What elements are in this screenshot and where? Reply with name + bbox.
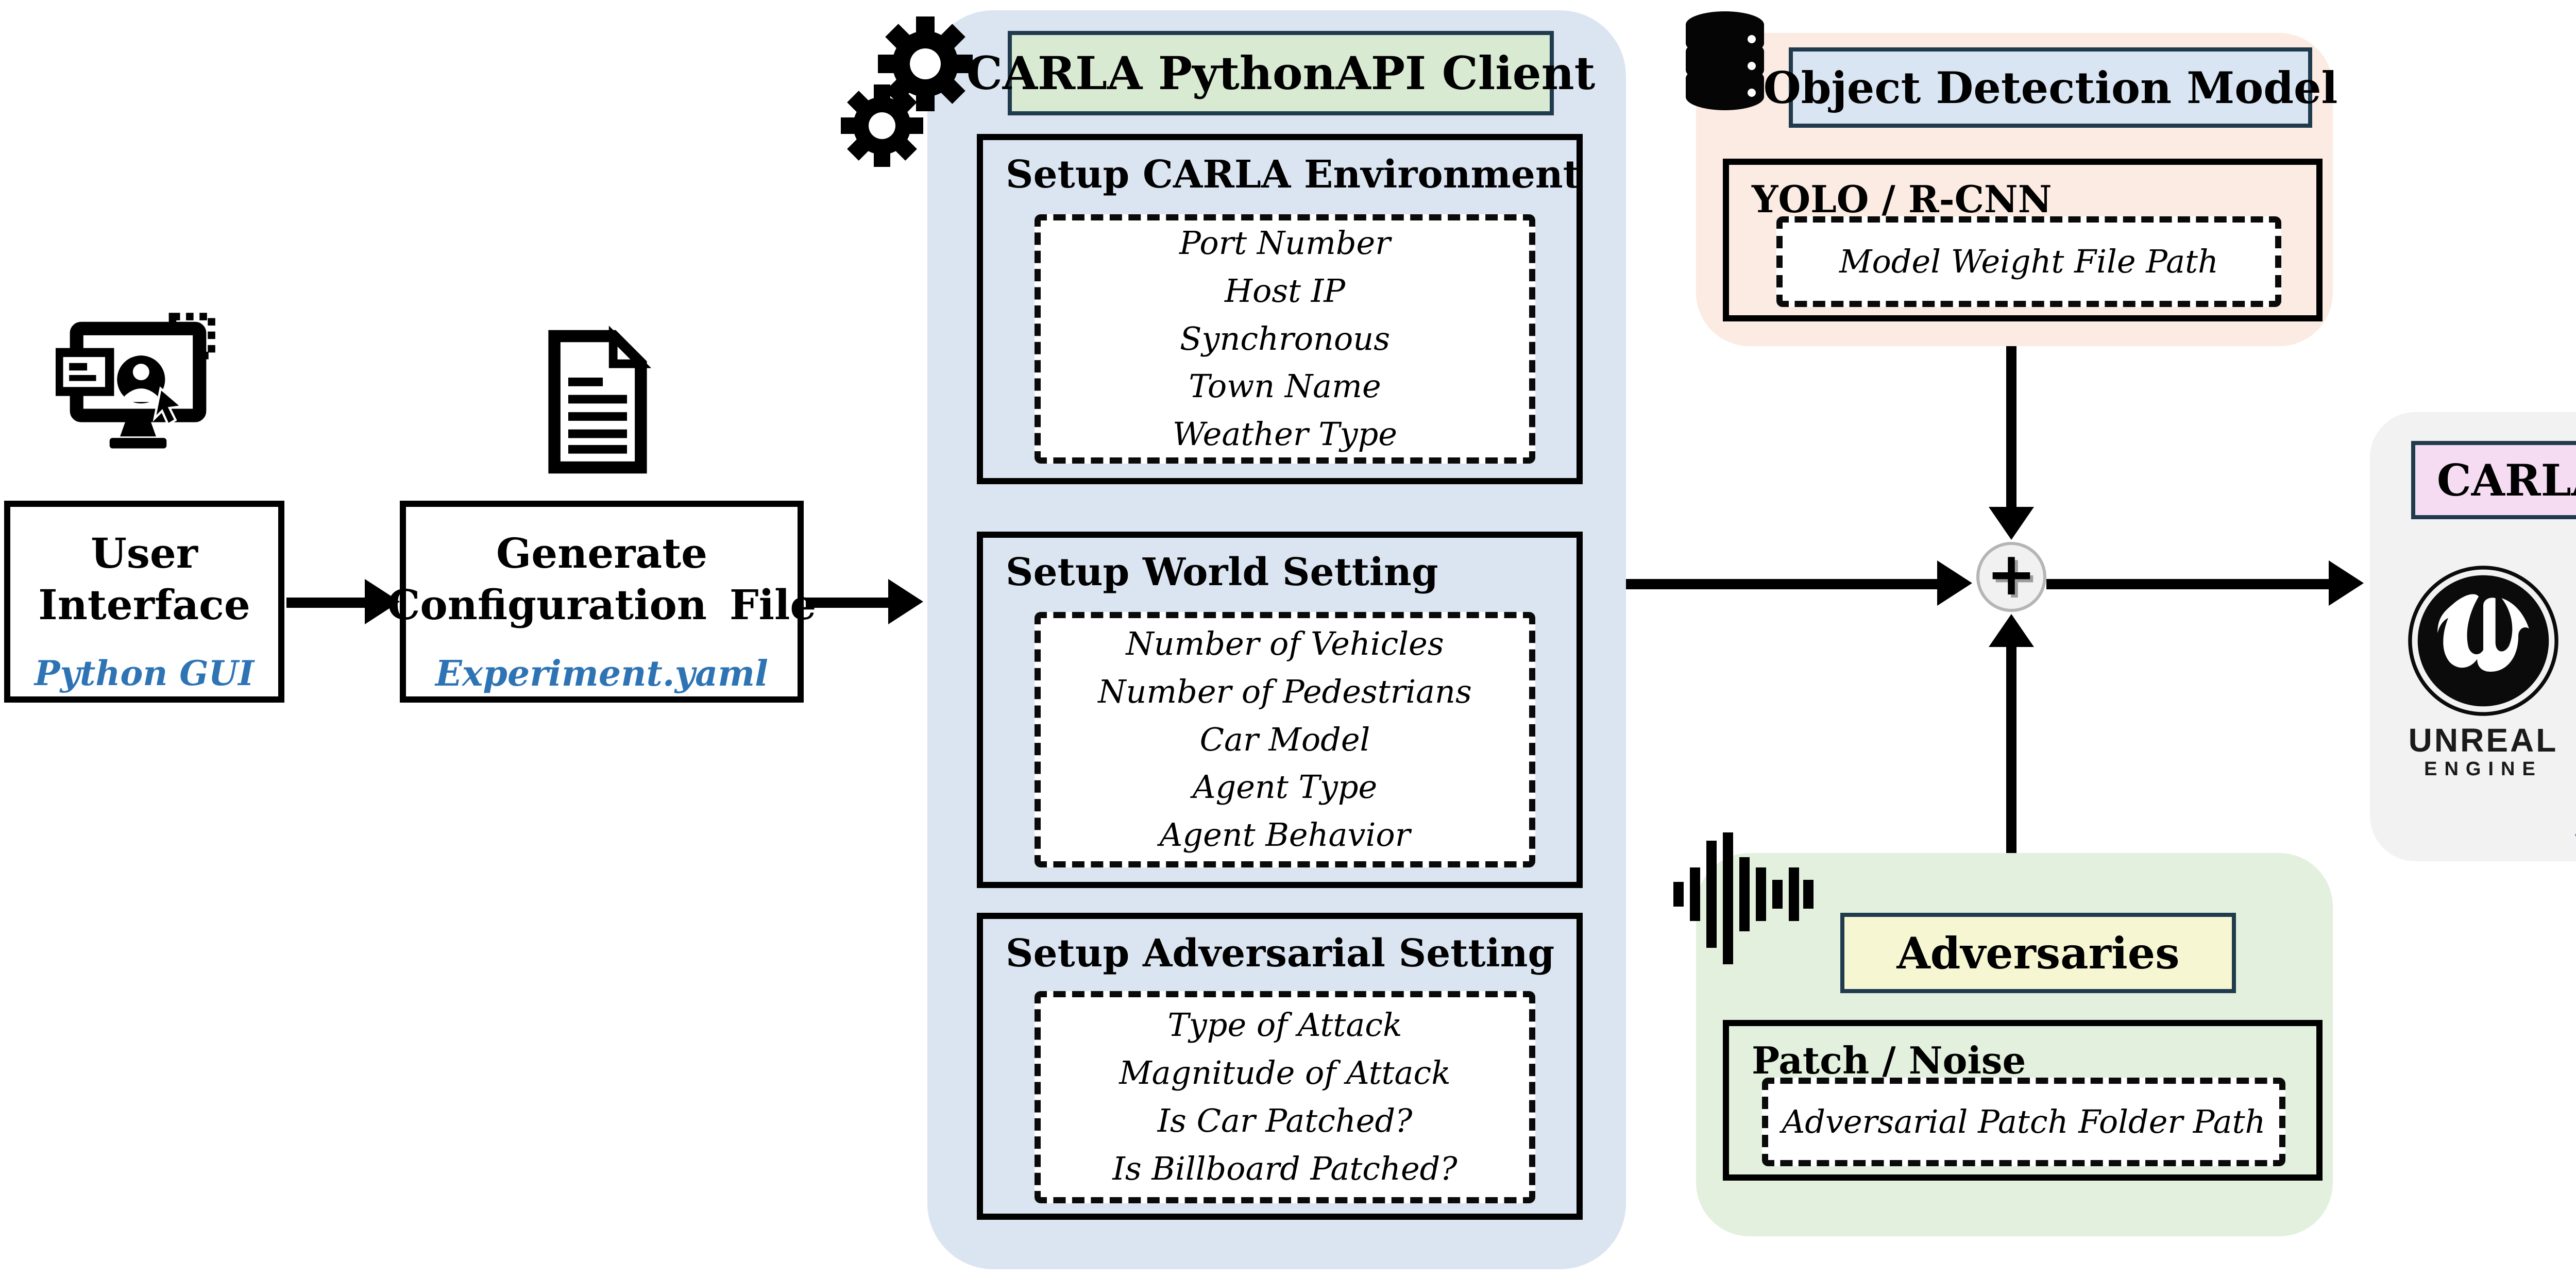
arrow-detector-to-junction-head xyxy=(1989,507,2034,540)
carla-environment-fields: Port Number Host IP Synchronous Town Nam… xyxy=(1035,214,1535,464)
setup-adversarial-setting-title: Setup Adversarial Setting xyxy=(1006,931,1555,976)
field-item: Synchronous xyxy=(1179,319,1391,357)
field-item: Town Name xyxy=(1189,367,1381,405)
object-detection-container: Object Detection Model YOLO / R-CNN Mode… xyxy=(1696,33,2337,346)
arrow-adversaries-to-junction-head xyxy=(1989,614,2034,647)
generate-config-label-line2: Configuration File xyxy=(387,581,817,629)
gears-icon xyxy=(841,8,973,173)
unreal-engine-logo: UNREAL ENGINE xyxy=(2405,565,2562,780)
document-icon xyxy=(544,321,652,482)
setup-world-setting-box: Setup World Setting Number of Vehicles N… xyxy=(977,532,1583,888)
engine-wordmark: ENGINE xyxy=(2424,758,2543,780)
object-detection-header: Object Detection Model xyxy=(1764,47,2337,128)
user-interface-label-line1: User xyxy=(91,529,198,577)
field-item: Host IP xyxy=(1224,271,1346,310)
user-interface-box: User Interface Python GUI xyxy=(4,501,284,703)
field-item: Is Billboard Patched? xyxy=(1112,1149,1458,1187)
patch-noise-box: Patch / Noise Adversarial Patch Folder P… xyxy=(1723,1020,2323,1181)
audio-waveform-icon xyxy=(1673,832,1814,964)
generate-config-box: Generate Configuration File Experiment.y… xyxy=(387,501,816,703)
user-interface-subtitle: Python GUI xyxy=(34,653,255,693)
arrow-ui-to-config xyxy=(286,598,369,608)
plus-merge-icon: + xyxy=(1976,539,2046,612)
field-item: Adversarial Patch Folder Path xyxy=(1782,1102,2266,1140)
carla-server-header-label: CARLA Server xyxy=(2436,454,2576,506)
field-item: Port Number xyxy=(1179,224,1391,262)
generate-config-label-line1: Generate xyxy=(496,529,708,577)
pythonapi-client-header: CARLA PythonAPI Client xyxy=(967,31,1595,115)
yolo-rcnn-title: YOLO / R-CNN xyxy=(1752,177,2052,221)
arrow-junction-to-server xyxy=(2046,579,2333,589)
arrow-detector-to-junction xyxy=(2006,346,2016,511)
carla-server-container: CARLA Server UNREAL ENGINE xyxy=(2370,412,2576,861)
arrow-config-to-client xyxy=(806,598,892,608)
arrow-ui-to-config-head xyxy=(365,579,400,624)
user-interface-label-line2: Interface xyxy=(38,581,250,629)
monitor-user-icon xyxy=(54,309,221,474)
adversarial-setting-fields: Type of Attack Magnitude of Attack Is Ca… xyxy=(1035,991,1535,1203)
field-item: Agent Type xyxy=(1192,768,1378,806)
setup-carla-environment-title: Setup CARLA Environment xyxy=(1006,152,1581,197)
field-item: Magnitude of Attack xyxy=(1119,1054,1451,1092)
field-item: Weather Type xyxy=(1173,415,1397,453)
arrow-client-to-junction-head xyxy=(1937,560,1972,606)
field-item: Number of Pedestrians xyxy=(1098,672,1472,710)
field-item: Agent Behavior xyxy=(1159,816,1411,854)
plus-symbol: + xyxy=(1986,539,2037,609)
database-icon xyxy=(1682,8,1768,115)
arrow-junction-to-server-head xyxy=(2329,560,2364,606)
carla-server-header: CARLA Server xyxy=(2411,441,2576,519)
world-setting-fields: Number of Vehicles Number of Pedestrians… xyxy=(1035,612,1535,867)
field-item: Number of Vehicles xyxy=(1126,625,1444,662)
object-detection-header-label: Object Detection Model xyxy=(1763,62,2338,113)
yolo-rcnn-box: YOLO / R-CNN Model Weight File Path xyxy=(1723,159,2323,321)
adversaries-header: Adversaries xyxy=(1840,913,2236,993)
unreal-wordmark: UNREAL xyxy=(2408,722,2558,759)
field-item: Model Weight File Path xyxy=(1839,242,2218,280)
adversaries-container: Adversaries Patch / Noise Adversarial Pa… xyxy=(1696,853,2333,1236)
arrow-client-to-junction xyxy=(1626,579,1937,589)
patch-noise-title: Patch / Noise xyxy=(1752,1038,2026,1082)
pythonapi-client-header-label: CARLA PythonAPI Client xyxy=(966,46,1596,100)
adversaries-header-label: Adversaries xyxy=(1896,927,2180,979)
generate-config-subtitle: Experiment.yaml xyxy=(435,653,768,694)
arrow-adversaries-to-junction xyxy=(2006,647,2016,853)
field-item: Type of Attack xyxy=(1167,1006,1402,1044)
model-weight-field: Model Weight File Path xyxy=(1776,216,2281,307)
setup-world-setting-title: Setup World Setting xyxy=(1006,550,1438,594)
setup-carla-environment-box: Setup CARLA Environment Port Number Host… xyxy=(977,134,1583,484)
adversarial-patch-field: Adversarial Patch Folder Path xyxy=(1762,1078,2285,1166)
field-item: Car Model xyxy=(1199,720,1370,758)
arrow-config-to-client-head xyxy=(888,579,923,624)
setup-adversarial-setting-box: Setup Adversarial Setting Type of Attack… xyxy=(977,913,1583,1220)
pythonapi-client-container: CARLA PythonAPI Client Setup CARLA Envir… xyxy=(927,10,1626,1269)
field-item: Is Car Patched? xyxy=(1157,1102,1413,1139)
